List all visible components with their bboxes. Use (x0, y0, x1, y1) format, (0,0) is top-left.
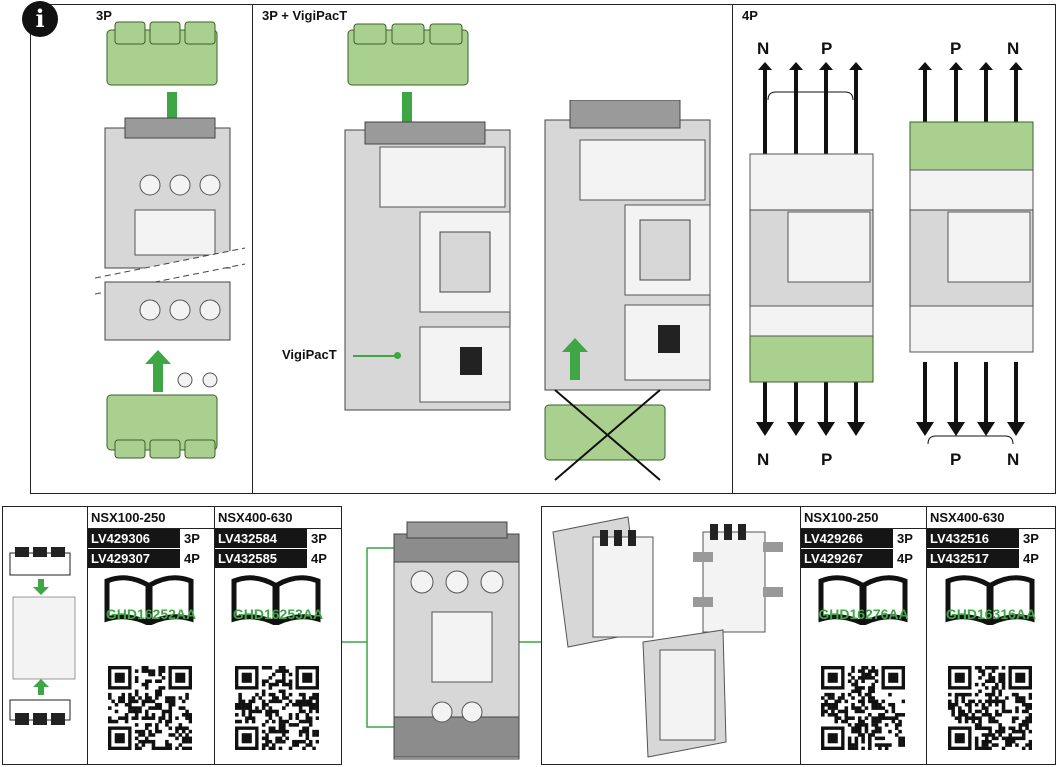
table-title: NSX400-630 (215, 508, 341, 529)
reference-code: LV432517 (927, 549, 1019, 568)
vigi-label: VigiPacT (282, 347, 337, 362)
3p-vigi-wrong-drawing (544, 100, 711, 481)
3p-vigi-assembly-drawing (344, 23, 511, 411)
pole-label: N (757, 450, 770, 469)
reference-code: LV432584 (215, 529, 307, 548)
4p-left-drawing (749, 62, 874, 436)
pole-label: P (950, 450, 962, 469)
pole-label: P (821, 39, 833, 58)
pole-label: P (821, 450, 833, 469)
reference-table: NSX400-630 LV432584 3P LV432585 4P (215, 508, 341, 764)
bottom-left-panel (2, 506, 342, 765)
section-title-3p: 3P (96, 8, 112, 23)
reference-code: LV429266 (801, 529, 893, 548)
arrow-up-icon (145, 350, 171, 392)
document-code-link[interactable]: GHD16316AA (945, 606, 1037, 622)
pole-count: 4P (311, 551, 327, 566)
reference-code: LV429267 (801, 549, 893, 568)
table-row: LV432517 4P (927, 549, 1055, 569)
table-title: NSX400-630 (927, 508, 1055, 529)
book-icon (818, 575, 908, 625)
reference-code: LV429306 (88, 529, 180, 548)
arrow-up-icon (562, 338, 588, 380)
pole-label: N (757, 39, 770, 58)
pole-count: 3P (311, 531, 327, 546)
pole-count: 4P (897, 551, 913, 566)
book-icon (945, 575, 1035, 625)
4p-right-drawing (909, 62, 1034, 445)
table-row: LV432516 3P (927, 529, 1055, 549)
small-assembly-drawing (9, 547, 76, 725)
document-code-link[interactable]: GHD16252AA (105, 606, 197, 622)
table-row: LV432585 4P (215, 549, 341, 569)
divider (252, 4, 254, 494)
section-title-3p-vigi: 3P + VigiPacT (262, 8, 348, 23)
pole-count: 4P (1023, 551, 1039, 566)
pole-label: N (1007, 450, 1020, 469)
section-title-4p: 4P (742, 8, 758, 23)
arrow-down-icon (756, 422, 774, 436)
reference-code: LV429307 (88, 549, 180, 568)
vigi-leader-line (353, 355, 396, 357)
reference-table: NSX100-250 LV429266 3P LV429267 4P (801, 508, 926, 764)
table-row: LV432584 3P (215, 529, 341, 549)
pole-label: P (950, 39, 962, 58)
table-row: LV429266 3P (801, 529, 926, 549)
pole-count: 4P (184, 551, 200, 566)
plug-in-base-drawing (552, 516, 783, 758)
reference-table: NSX100-250 LV429306 3P LV429307 4P (88, 508, 214, 764)
divider (87, 506, 89, 765)
breaker-highlight-drawing (342, 521, 542, 760)
divider (926, 506, 928, 765)
reference-code: LV432585 (215, 549, 307, 568)
qr-code-icon[interactable] (948, 666, 1033, 751)
book-icon (104, 575, 194, 625)
table-row: LV429307 4P (88, 549, 214, 569)
vigi-leader-dot (394, 352, 401, 359)
pole-count: 3P (897, 531, 913, 546)
book-icon (231, 575, 321, 625)
table-row: LV429267 4P (801, 549, 926, 569)
pole-count: 3P (184, 531, 200, 546)
bottom-right-panel (541, 506, 1056, 765)
3p-assembly-drawing (95, 21, 245, 459)
pole-label: N (1007, 39, 1020, 58)
qr-code-icon[interactable] (821, 666, 906, 751)
qr-code-icon[interactable] (235, 666, 320, 751)
divider (214, 506, 216, 765)
document-code-link[interactable]: GHD16276AA (818, 606, 909, 622)
divider (800, 506, 802, 765)
qr-code-icon[interactable] (108, 666, 193, 751)
table-title: NSX100-250 (88, 508, 214, 529)
document-code-link[interactable]: GHD16253AA (232, 606, 324, 622)
top-panel (30, 4, 1056, 494)
pole-count: 3P (1023, 531, 1039, 546)
table-title: NSX100-250 (801, 508, 926, 529)
table-row: LV429306 3P (88, 529, 214, 549)
info-icon: i (22, 1, 58, 37)
reference-code: LV432516 (927, 529, 1019, 548)
divider (732, 4, 734, 494)
reference-table: NSX400-630 LV432516 3P LV432517 4P (927, 508, 1055, 764)
